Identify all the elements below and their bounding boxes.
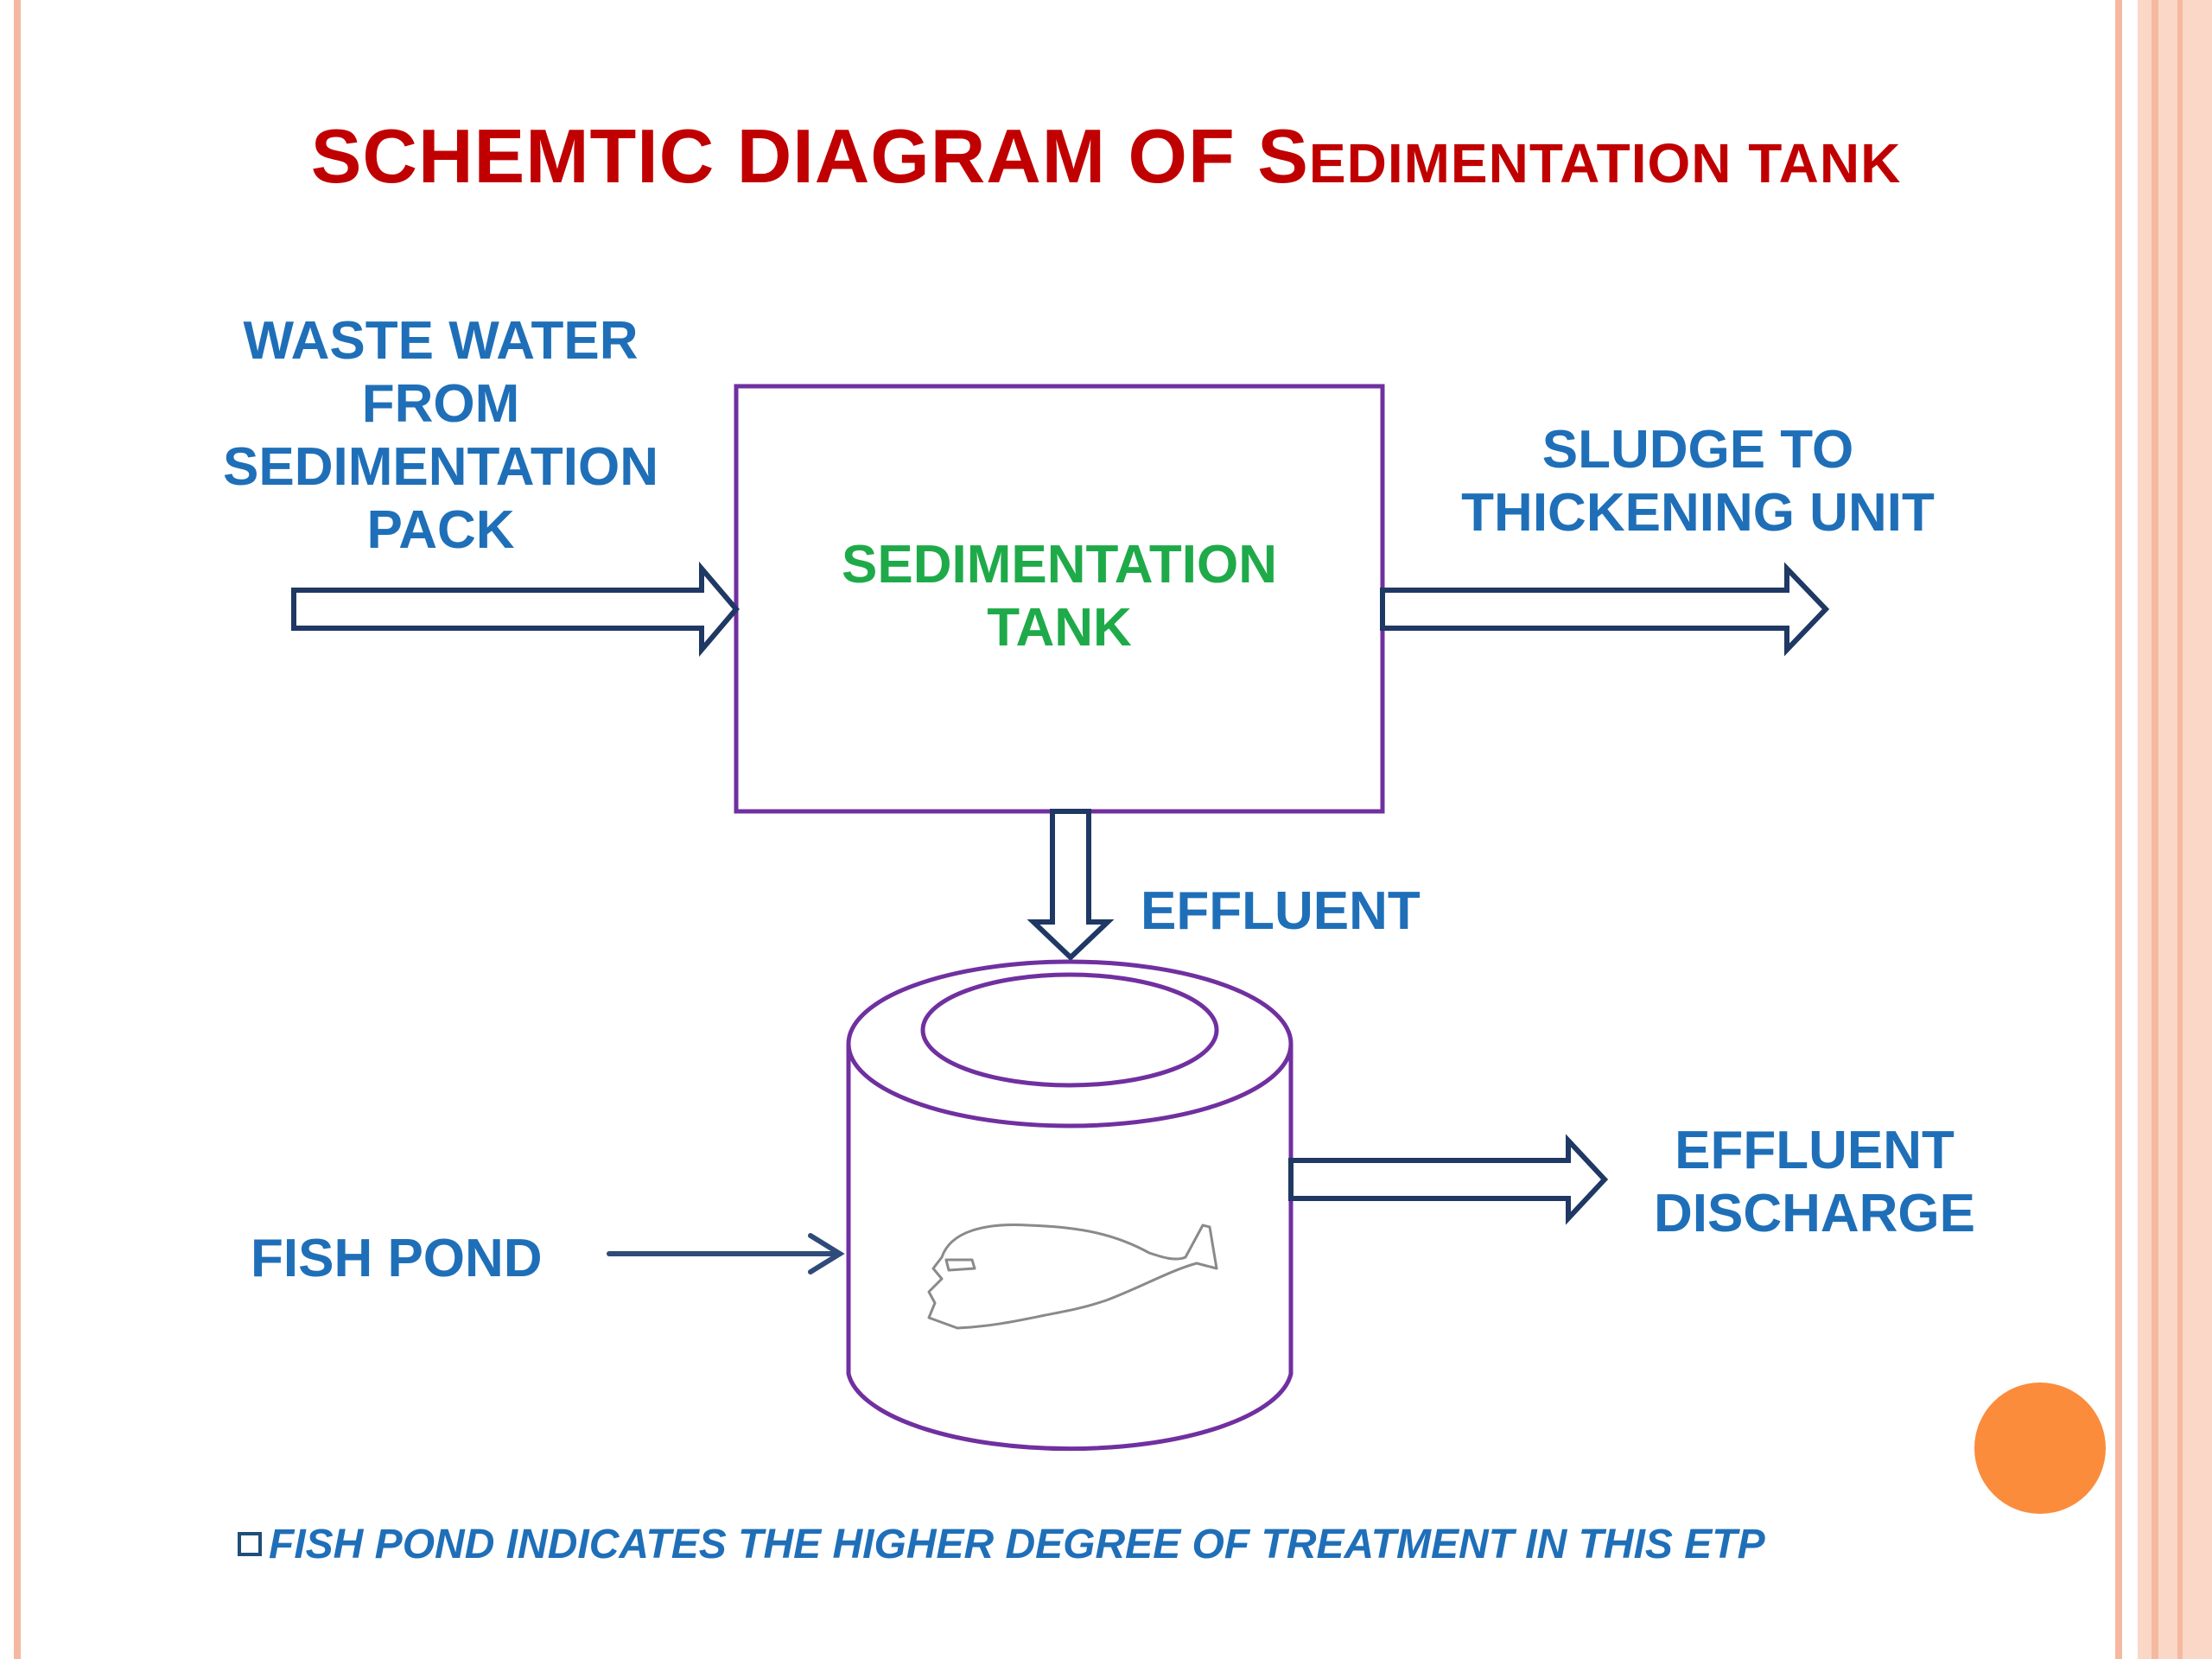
slide-title: SCHEMTIC DIAGRAM OF SEDIMENTATION TANK xyxy=(0,112,2212,200)
sludge-arrow xyxy=(1380,562,1830,657)
sludge-label: SLUDGE TO THICKENING UNIT xyxy=(1417,418,1979,544)
accent-circle xyxy=(1974,1382,2106,1514)
effluent-down-arrow xyxy=(1027,809,1115,962)
effluent-discharge-line-2: DISCHARGE xyxy=(1653,1184,1976,1244)
fish-sketch xyxy=(927,1224,1218,1330)
footnote-text: FISH POND INDICATES THE HIGHER DEGREE OF… xyxy=(269,1522,1765,1567)
sludge-line-1: SLUDGE TO xyxy=(1541,420,1854,480)
waste-water-label: WASTE WATER FROM SEDIMENTATION PACK xyxy=(199,309,683,563)
tank-label-line-2: TANK xyxy=(987,598,1132,658)
checkbox-bullet-icon xyxy=(238,1532,262,1556)
effluent-label: EFFLUENT xyxy=(1141,881,1421,941)
right-border-stripe-inner xyxy=(2152,0,2158,1659)
right-border-band xyxy=(2138,0,2212,1659)
fish-pond-arrow xyxy=(607,1233,845,1274)
right-border-stripe-outer xyxy=(2177,0,2183,1659)
left-border-stripe xyxy=(14,0,21,1659)
waste-water-line-1: WASTE WATER xyxy=(243,311,639,371)
waste-water-line-2: FROM xyxy=(361,374,520,435)
tank-label-line-1: SEDIMENTATION xyxy=(841,535,1278,594)
fish-pond-cylinder xyxy=(846,959,1294,1452)
fish-pond-label: FISH POND xyxy=(251,1229,543,1288)
waste-water-line-3: SEDIMENTATION xyxy=(222,437,659,498)
footnote: FISH POND INDICATES THE HIGHER DEGREE OF… xyxy=(238,1521,1765,1568)
sludge-line-2: THICKENING UNIT xyxy=(1461,483,1935,543)
title-rest: EDIMENTATION TANK xyxy=(1308,132,1902,194)
title-part-1: SCHEMTIC DIAGRAM OF xyxy=(310,113,1258,199)
right-border-stripe xyxy=(2115,0,2122,1659)
inlet-arrow xyxy=(291,561,740,658)
tank-label: SEDIMENTATION TANK xyxy=(736,533,1382,659)
effluent-discharge-line-1: EFFLUENT xyxy=(1675,1121,1955,1180)
effluent-discharge-label: EFFLUENT DISCHARGE xyxy=(1624,1119,2005,1245)
waste-water-line-4: PACK xyxy=(366,500,515,561)
effluent-discharge-arrow xyxy=(1288,1134,1609,1225)
title-initial: S xyxy=(1257,113,1309,199)
